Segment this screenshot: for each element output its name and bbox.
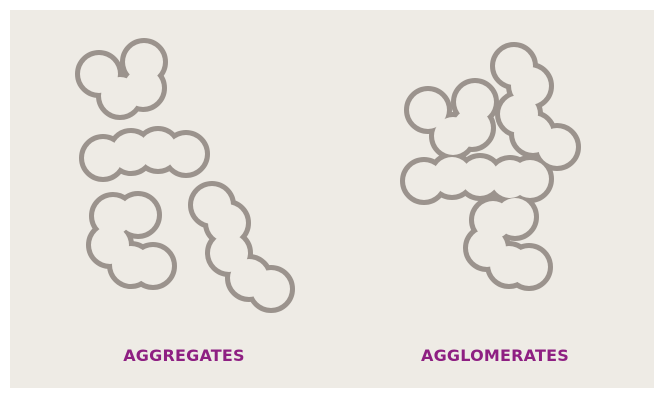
particle-fill bbox=[405, 162, 443, 200]
particle-fill bbox=[208, 204, 246, 242]
aggregates-label: AGGREGATES bbox=[123, 346, 245, 365]
particle-fill bbox=[252, 270, 290, 308]
aggregate-cluster-3 bbox=[86, 191, 177, 290]
particle-fill bbox=[112, 133, 150, 171]
particle-fill bbox=[409, 91, 447, 129]
particle-illustration bbox=[75, 38, 581, 313]
particle-fill bbox=[167, 135, 205, 173]
particle-fill bbox=[434, 117, 472, 155]
aggregate-cluster-2 bbox=[79, 126, 210, 182]
particle-fill bbox=[538, 128, 576, 166]
aggregate-cluster-4 bbox=[188, 181, 295, 313]
particle-fill bbox=[496, 198, 534, 236]
agglomerates-label: AGGLOMERATES bbox=[421, 346, 569, 365]
particle-fill bbox=[139, 131, 177, 169]
particle-fill bbox=[119, 196, 157, 234]
aggregate-cluster-1 bbox=[75, 38, 168, 120]
diagram-panel: AGGREGATES AGGLOMERATES bbox=[10, 10, 654, 388]
particle-fill bbox=[134, 247, 172, 285]
particle-fill bbox=[101, 77, 139, 115]
particle-fill bbox=[510, 248, 548, 286]
agglomerate-cluster bbox=[400, 42, 581, 291]
particle-fill bbox=[461, 158, 499, 196]
particle-fill bbox=[511, 160, 549, 198]
particle-fill bbox=[433, 157, 471, 195]
